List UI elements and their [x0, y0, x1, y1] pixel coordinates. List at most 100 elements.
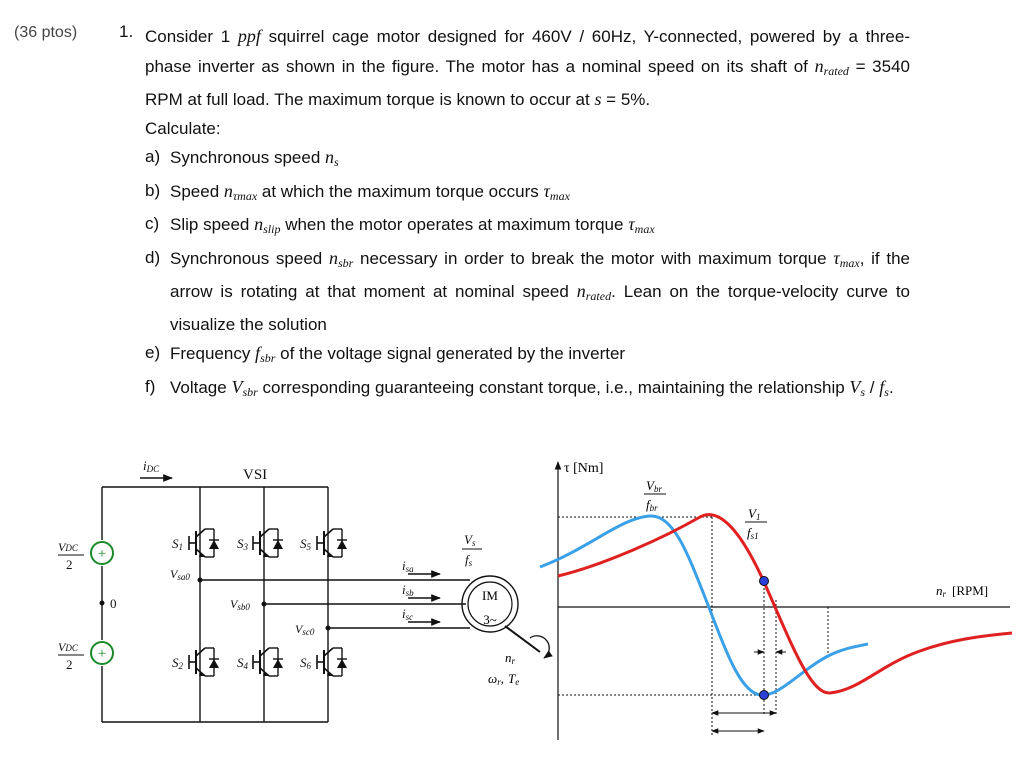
item-text: corresponding guaranteeing constant torq… — [257, 377, 850, 397]
item-text: of the voltage signal generated by the i… — [275, 344, 626, 363]
isc-label: isc — [402, 606, 413, 622]
item-label: b) — [145, 180, 161, 200]
item-text: / — [865, 377, 880, 397]
vsa0-label: Vsa0 — [170, 567, 190, 582]
midpoint-label: 0 — [110, 596, 117, 611]
nodes — [99, 577, 331, 631]
item-d: d) Synchronous speed nsbr necessary in o… — [145, 244, 910, 340]
item-var: τ — [833, 247, 840, 268]
item-var: τ — [628, 214, 635, 234]
inverter-circuit — [101, 474, 470, 723]
item-var-sub: s — [884, 384, 889, 399]
nr-label: nr — [505, 650, 516, 666]
item-label: c) — [145, 214, 160, 233]
item-var: f — [255, 343, 261, 363]
item-b: b) Speed nτmax at which the maximum torq… — [145, 177, 910, 211]
item-text: Synchronous speed — [170, 148, 325, 167]
switch-s6-icon — [316, 647, 348, 677]
item-var-sub: max — [634, 222, 655, 236]
omega-te-label: ωr,Te — [488, 671, 519, 687]
dc-source-bottom: + — [90, 641, 114, 665]
switch-s3-icon — [252, 528, 284, 558]
vs-fs-den: fs — [465, 552, 473, 568]
operating-point-marker — [759, 576, 769, 586]
item-var: τ — [543, 180, 550, 201]
item-label: e) — [145, 343, 161, 362]
intro-text-4: = 5%. — [601, 90, 651, 109]
intro-text-2: squirrel cage motor designed for 460V / … — [145, 27, 910, 76]
node-c — [325, 625, 331, 631]
item-var-sub: sbr — [242, 384, 258, 399]
item-var: n — [325, 147, 334, 167]
dc-source-top-circle — [90, 541, 114, 565]
item-var-sub: slip — [263, 222, 281, 236]
switch-s5-icon — [316, 528, 348, 558]
item-f: f) Voltage Vsbr corresponding guaranteei… — [145, 373, 910, 407]
ppf-term: ppf — [237, 26, 261, 46]
vdc-bot-den: 2 — [66, 657, 73, 672]
item-var-sub: max — [549, 188, 570, 203]
item-var-sub: s — [334, 155, 339, 169]
item-var: n — [576, 281, 586, 301]
s6-label: S6 — [300, 655, 312, 671]
switches — [188, 528, 348, 677]
isb-label: isb — [402, 582, 414, 598]
item-var-sub: rated — [585, 289, 612, 303]
item-var: V — [231, 376, 243, 397]
v1-den: fs1 — [747, 525, 759, 541]
vsc0-label: Vsc0 — [295, 622, 315, 637]
item-text: , if the arrow is rotating at that momen… — [170, 248, 910, 302]
item-var-sub: s — [860, 384, 866, 399]
points-label: (36 ptos) — [14, 24, 78, 41]
item-a: a) Synchronous speed ns — [145, 143, 910, 177]
plus-icon: + — [98, 646, 106, 662]
vsb0-label: Vsb0 — [230, 597, 250, 612]
problem-text: Consider 1 ppf squirrel cage motor desig… — [145, 22, 910, 406]
vdc-bot-num: VDC — [58, 640, 79, 654]
s1-label: S1 — [172, 536, 183, 552]
idc-label: iDC — [143, 458, 160, 474]
item-var: V — [849, 376, 861, 397]
intro-text-1: Consider 1 — [145, 27, 238, 46]
item-label: a) — [145, 147, 161, 166]
s4-label: S4 — [237, 655, 249, 671]
var-n-sub: rated — [823, 63, 849, 78]
item-e: e) Frequency fsbr of the voltage signal … — [145, 339, 910, 373]
item-text: necessary in order to break the motor wi… — [353, 248, 834, 268]
rotation-arrow-icon — [529, 635, 553, 659]
item-var: n — [223, 180, 233, 201]
item-c: c) Slip speed nslip when the motor opera… — [145, 210, 910, 244]
item-var-sub: sbr — [260, 351, 276, 365]
problem-intro: Consider 1 ppf squirrel cage motor desig… — [145, 22, 910, 115]
x-axis-label: nr[RPM] — [936, 583, 988, 599]
blue-torque-curve — [539, 514, 869, 697]
item-var: f — [879, 376, 885, 397]
red-torque-curve — [557, 513, 1013, 695]
item-label: d) — [145, 247, 161, 267]
item-var-sub: sbr — [337, 255, 354, 270]
vdc-top-den: 2 — [66, 557, 73, 572]
switch-s2-icon — [188, 647, 220, 677]
induction-motor: IM 3~ nr ωr,Te — [461, 575, 553, 687]
item-text: at which the maximum torque occurs — [257, 181, 544, 201]
dc-source-top: + — [90, 541, 114, 565]
s5-label: S5 — [300, 536, 312, 552]
torque-speed-plot: τ [Nm] nr[RPM] Vbr fbr V1 fs1 — [539, 461, 1013, 740]
vs-fs-num: Vs — [464, 532, 476, 548]
y-axis-label: τ [Nm] — [564, 461, 603, 476]
vbr-num: Vbr — [646, 478, 662, 494]
motor-outer-circle — [461, 575, 519, 633]
item-text: when the motor operates at maximum torqu… — [280, 215, 629, 234]
intro-text-3: = 3540 RPM at full load. The maximum tor… — [145, 56, 910, 110]
item-label: f) — [145, 376, 156, 396]
motor-label: IM — [482, 588, 498, 603]
problem-number: 1. — [119, 22, 134, 41]
switch-s1-icon — [188, 528, 220, 558]
item-text: . Lean on the torque-velocity curve to v… — [170, 282, 910, 334]
node-a — [197, 577, 203, 583]
item-text: Voltage — [170, 377, 232, 397]
motor-phase-label: 3~ — [483, 612, 497, 627]
switch-s4-icon — [252, 647, 284, 677]
var-s: s — [594, 89, 602, 109]
calculate-label: Calculate: — [145, 118, 221, 138]
